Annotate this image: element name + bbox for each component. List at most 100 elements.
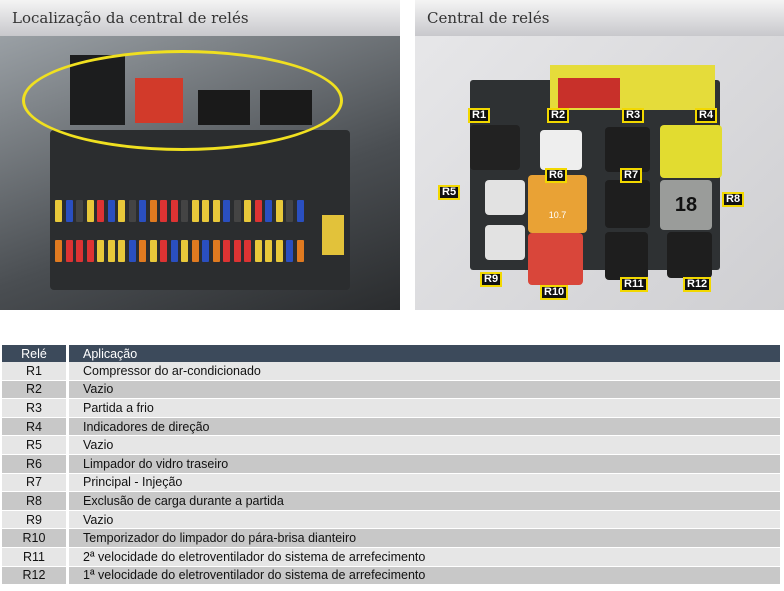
label-r10: R10 xyxy=(540,285,569,300)
relay-id: R2 xyxy=(2,380,69,400)
relay-application: Partida a frio xyxy=(67,398,780,418)
fuse xyxy=(202,200,209,222)
fuse xyxy=(191,240,199,262)
fuse xyxy=(160,200,167,222)
slot-r5-empty xyxy=(485,180,525,215)
fuse xyxy=(55,240,62,262)
fuse xyxy=(149,240,157,262)
fuse xyxy=(265,200,272,222)
relay-id: R9 xyxy=(2,510,69,530)
fuse xyxy=(212,200,220,222)
highlight-ellipse xyxy=(22,50,343,151)
relay-application: Vazio xyxy=(67,510,780,530)
relay-application: 2ª velocidade do eletroventilador do sis… xyxy=(67,547,780,567)
fuse xyxy=(128,200,136,222)
fuse xyxy=(128,240,136,262)
relay-id: R4 xyxy=(2,417,69,437)
relay-application: Vazio xyxy=(67,435,780,455)
fuse xyxy=(118,200,125,222)
fuse xyxy=(296,200,304,222)
relay-application: Indicadores de direção xyxy=(67,417,780,437)
relay-id: R8 xyxy=(2,491,69,511)
relay-application: Exclusão de carga durante a partida xyxy=(67,491,780,511)
header-rele: Relé xyxy=(2,345,69,362)
relay-r1 xyxy=(470,125,520,170)
relay-r12 xyxy=(667,232,712,278)
fuse xyxy=(86,200,94,222)
connector-yellow xyxy=(322,215,344,255)
relay-r11 xyxy=(605,232,648,280)
fuse xyxy=(107,240,115,262)
fuse-box xyxy=(50,130,350,290)
fuse xyxy=(76,240,83,262)
label-r6: R6 xyxy=(545,168,568,183)
relay-r10 xyxy=(528,233,583,285)
label-r4: R4 xyxy=(695,108,718,123)
label-r11: R11 xyxy=(620,277,648,292)
relay-r7 xyxy=(605,180,650,228)
fuse xyxy=(275,200,283,222)
relay-application: Vazio xyxy=(67,380,780,400)
fuse xyxy=(233,200,241,222)
fuse xyxy=(55,200,62,222)
fuse xyxy=(76,200,83,222)
label-r9: R9 xyxy=(480,272,503,287)
relay-id: R12 xyxy=(2,566,69,586)
relay-id: R1 xyxy=(2,362,69,381)
label-r1: R1 xyxy=(468,108,491,123)
fuse xyxy=(118,240,125,262)
fuse xyxy=(286,200,293,222)
relay-id: R5 xyxy=(2,435,69,455)
fuse xyxy=(254,200,262,222)
fuse xyxy=(223,200,230,222)
relay-application: Principal - Injeção xyxy=(67,473,780,493)
relay-id: R3 xyxy=(2,398,69,418)
slot-r2-empty xyxy=(540,130,582,170)
relay-r6: 10.7 xyxy=(528,175,587,233)
fuse xyxy=(160,240,167,262)
fuse xyxy=(139,200,146,222)
fuse xyxy=(296,240,304,262)
fuse xyxy=(202,240,209,262)
panel-title: Central de relés xyxy=(415,0,784,36)
panel-title: Localização da central de relés xyxy=(0,0,400,36)
fuse xyxy=(212,240,220,262)
fuse xyxy=(275,240,283,262)
relay-center-panel: 10.7 18 R1 R2 R3 R4 R5 R6 R7 R8 R9 R10 R… xyxy=(415,0,784,310)
relay-application: Limpador do vidro traseiro xyxy=(67,454,780,474)
fuse xyxy=(265,240,272,262)
label-r12: R12 xyxy=(683,277,712,292)
relay-id: R6 xyxy=(2,454,69,474)
slot-r9-empty xyxy=(485,225,525,260)
relay-application: Compressor do ar-condicionado xyxy=(67,362,780,381)
fuse xyxy=(233,240,241,262)
fuse xyxy=(65,200,73,222)
fuse xyxy=(244,240,251,262)
fuse xyxy=(139,240,146,262)
relay-r8: 18 xyxy=(660,180,712,230)
fuse xyxy=(223,240,230,262)
fuse xyxy=(86,240,94,262)
fuse xyxy=(254,240,262,262)
fuse xyxy=(191,200,199,222)
fuse xyxy=(181,240,188,262)
relay-r4 xyxy=(660,125,722,178)
header-aplicacao: Aplicação xyxy=(67,345,780,362)
label-r8: R8 xyxy=(722,192,745,207)
fuse xyxy=(149,200,157,222)
fuse xyxy=(107,200,115,222)
relay-r3 xyxy=(605,127,650,172)
fuse xyxy=(65,240,73,262)
relay-id: R10 xyxy=(2,528,69,548)
relay-id: R7 xyxy=(2,473,69,493)
fuse xyxy=(170,240,178,262)
